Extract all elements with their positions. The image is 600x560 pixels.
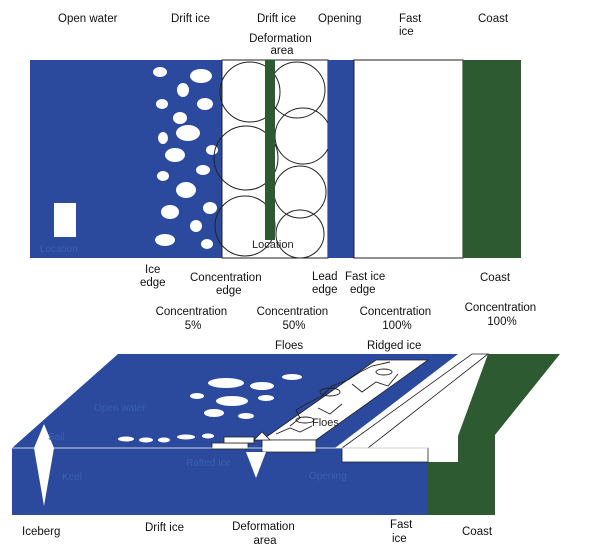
label-location-left: Location <box>40 244 78 255</box>
label-ridged-ice: Ridged ice <box>367 340 421 352</box>
label-ice-edge: Ice edge <box>140 264 166 289</box>
label-concentration-100b: Concentration 100% <box>465 302 540 328</box>
label-deformation-area-bottom: Deformation area <box>232 521 298 547</box>
label-concentration-5: Concentration 5% <box>156 306 231 332</box>
label-concentration-edge: Concentration edge <box>190 272 265 297</box>
deformation-lead <box>265 60 275 240</box>
label-sail: Sail <box>48 432 65 443</box>
label-coast-edge: Coast <box>480 272 511 284</box>
label-floes-top: Floes <box>275 340 303 352</box>
coast-zone <box>463 60 521 258</box>
label-concentration-50: Concentration 50% <box>257 306 332 332</box>
coast-land <box>428 354 560 515</box>
label-coast-bottom: Coast <box>462 526 493 538</box>
label-drift-ice-2: Drift ice <box>257 13 296 25</box>
drift-ice-floes <box>153 67 218 249</box>
label-fast-ice-bottom: Fast ice <box>390 519 416 545</box>
plan-view <box>30 59 521 259</box>
label-drift-ice-1: Drift ice <box>171 13 210 25</box>
label-concentration-100a: Concentration 100% <box>360 306 435 332</box>
floe-cracks <box>275 361 399 435</box>
location-marker-left <box>54 203 76 237</box>
label-opening: Opening <box>318 13 361 25</box>
fast-ice-front <box>341 447 429 463</box>
label-opening-bottom: Opening <box>309 471 347 482</box>
label-lead-edge: Lead edge <box>312 271 341 296</box>
label-keel: Keel <box>62 472 82 483</box>
iceberg <box>34 424 54 506</box>
label-fast-ice: Fast ice <box>399 13 425 38</box>
label-floes-inner: Floes <box>312 417 339 429</box>
floe-band-front <box>261 439 317 453</box>
label-iceberg: Iceberg <box>22 526 60 538</box>
label-location-center: Location <box>252 239 294 251</box>
label-open-water-bottom: Open water <box>94 403 146 414</box>
label-deformation-area: Deformation area <box>249 33 315 57</box>
label-coast-top: Coast <box>478 13 509 25</box>
label-fast-ice-edge: Fast ice edge <box>345 271 388 296</box>
rafted-ice <box>211 431 271 450</box>
perspective-view <box>12 353 560 515</box>
opening-zone <box>328 60 354 258</box>
deformation-keel <box>246 452 266 478</box>
surface-floes <box>118 374 302 443</box>
fast-ice-zone <box>353 59 464 259</box>
label-open-water: Open water <box>58 13 118 25</box>
water-section <box>12 448 428 515</box>
label-drift-ice-bottom: Drift ice <box>145 522 184 534</box>
open-water-zone <box>30 60 152 258</box>
label-rafted-ice: Rafted ice <box>186 458 231 469</box>
